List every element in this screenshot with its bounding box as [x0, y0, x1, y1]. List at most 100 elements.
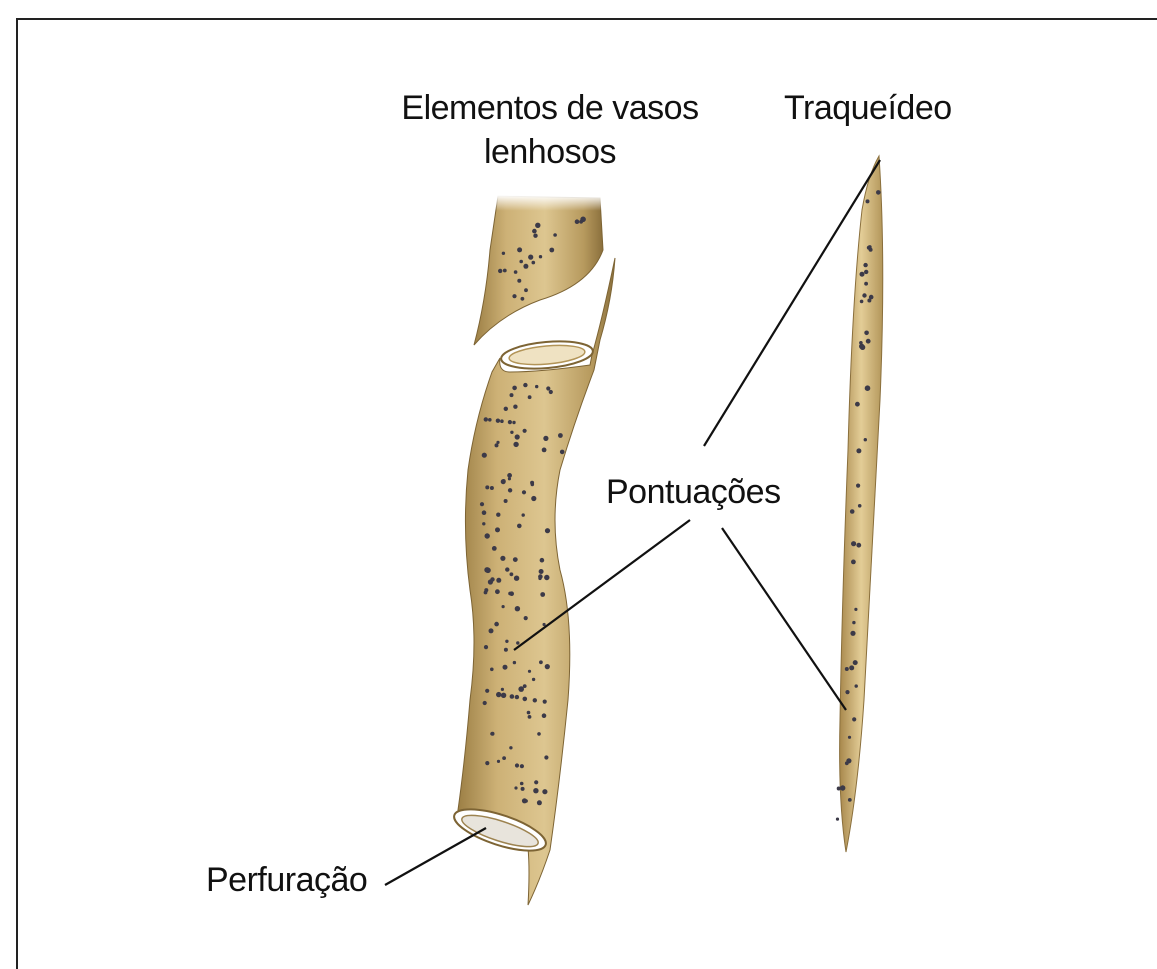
- pit-dot: [517, 279, 521, 283]
- pit-dot: [513, 557, 518, 562]
- pit-dot: [523, 383, 527, 387]
- pit-dot: [504, 407, 508, 411]
- pit-dot: [502, 605, 505, 608]
- pit-dot: [540, 558, 545, 563]
- pit-dot: [504, 648, 508, 652]
- pit-dot: [532, 229, 537, 234]
- pit-dot: [515, 434, 520, 439]
- pit-dot: [864, 331, 869, 336]
- pit-dot: [845, 667, 849, 671]
- pit-dot: [852, 621, 855, 624]
- pit-dot: [484, 645, 488, 649]
- pit-dot: [538, 577, 541, 580]
- pit-dot: [513, 661, 516, 664]
- pit-dot: [532, 261, 536, 265]
- vessel-label-line1: Elementos de vasos: [385, 86, 715, 130]
- pit-dot: [521, 297, 525, 301]
- pit-dot: [852, 717, 856, 721]
- pit-dot: [850, 631, 855, 636]
- vessel-label-line2: lenhosos: [385, 130, 715, 174]
- pit-dot: [864, 282, 868, 286]
- pit-dot: [853, 660, 858, 665]
- pit-dot: [863, 263, 867, 267]
- pit-dot: [864, 270, 868, 274]
- pit-dot: [509, 591, 514, 596]
- pit-dot: [495, 589, 500, 594]
- pit-dot: [489, 628, 494, 633]
- pits-leader-tracheid: [722, 528, 846, 710]
- pit-dot: [495, 443, 499, 447]
- pit-dot: [524, 288, 528, 292]
- pit-dot: [546, 386, 550, 390]
- pit-dot: [485, 761, 489, 765]
- pit-dot: [496, 578, 501, 583]
- pit-dot: [533, 698, 537, 702]
- pit-dot: [524, 799, 528, 803]
- pit-dot: [514, 576, 519, 581]
- pit-dot: [494, 622, 499, 627]
- pit-dot: [518, 686, 524, 692]
- pit-dot: [497, 760, 500, 763]
- pit-dot: [513, 405, 517, 409]
- pit-dot: [528, 395, 532, 399]
- pit-dot: [549, 248, 554, 253]
- pit-dot: [500, 419, 504, 423]
- pit-dot: [535, 223, 540, 228]
- pit-dot: [543, 436, 548, 441]
- pit-dot: [508, 488, 512, 492]
- pit-dot: [862, 293, 866, 297]
- pits-label: Pontuações: [606, 470, 781, 514]
- pit-dot: [543, 700, 547, 704]
- pit-dot: [850, 509, 855, 514]
- pit-dot: [482, 522, 485, 525]
- pit-dot: [520, 764, 524, 768]
- pit-dot: [501, 693, 506, 698]
- pit-dot: [508, 420, 512, 424]
- pit-dot: [513, 442, 518, 447]
- pit-dot: [496, 692, 501, 697]
- pit-dot: [534, 780, 538, 784]
- pit-dot: [860, 300, 864, 304]
- pit-dot: [512, 294, 516, 298]
- pit-dot: [501, 688, 504, 691]
- pit-dot: [533, 234, 537, 238]
- pit-dot: [508, 477, 511, 480]
- pit-dot: [539, 255, 542, 258]
- pit-dot: [510, 431, 513, 434]
- pit-dot: [480, 502, 484, 506]
- tracheid-label: Traqueídeo: [784, 86, 952, 130]
- pit-dot: [505, 567, 509, 571]
- pit-dot: [496, 419, 500, 423]
- pit-dot: [532, 678, 535, 681]
- pit-dot: [503, 269, 507, 273]
- pit-dot: [848, 736, 851, 739]
- pit-dot: [490, 668, 494, 672]
- pit-dot: [514, 786, 517, 789]
- pit-dot: [549, 390, 553, 394]
- pit-dot: [856, 543, 861, 548]
- pit-dot: [504, 499, 508, 503]
- pit-dot: [531, 496, 536, 501]
- pit-dot: [519, 260, 523, 264]
- pit-dot: [483, 701, 487, 705]
- pit-dot: [864, 438, 867, 441]
- pit-dot: [869, 248, 873, 252]
- pit-dot: [515, 763, 519, 767]
- pit-dot: [521, 787, 525, 791]
- pit-dot: [484, 417, 488, 421]
- pit-dot: [537, 732, 541, 736]
- perforation-leader: [385, 828, 486, 885]
- pit-dot: [542, 448, 547, 453]
- perforation-label: Perfuração: [206, 858, 367, 902]
- pit-dot: [527, 711, 531, 715]
- pit-dot: [553, 233, 557, 237]
- pit-dot: [860, 345, 865, 350]
- pit-dot: [855, 402, 860, 407]
- pit-dot: [837, 787, 841, 791]
- pit-dot: [505, 640, 508, 643]
- pit-dot: [488, 418, 492, 422]
- pit-dot: [512, 421, 515, 424]
- pit-dot: [840, 785, 845, 790]
- pit-dot: [540, 592, 545, 597]
